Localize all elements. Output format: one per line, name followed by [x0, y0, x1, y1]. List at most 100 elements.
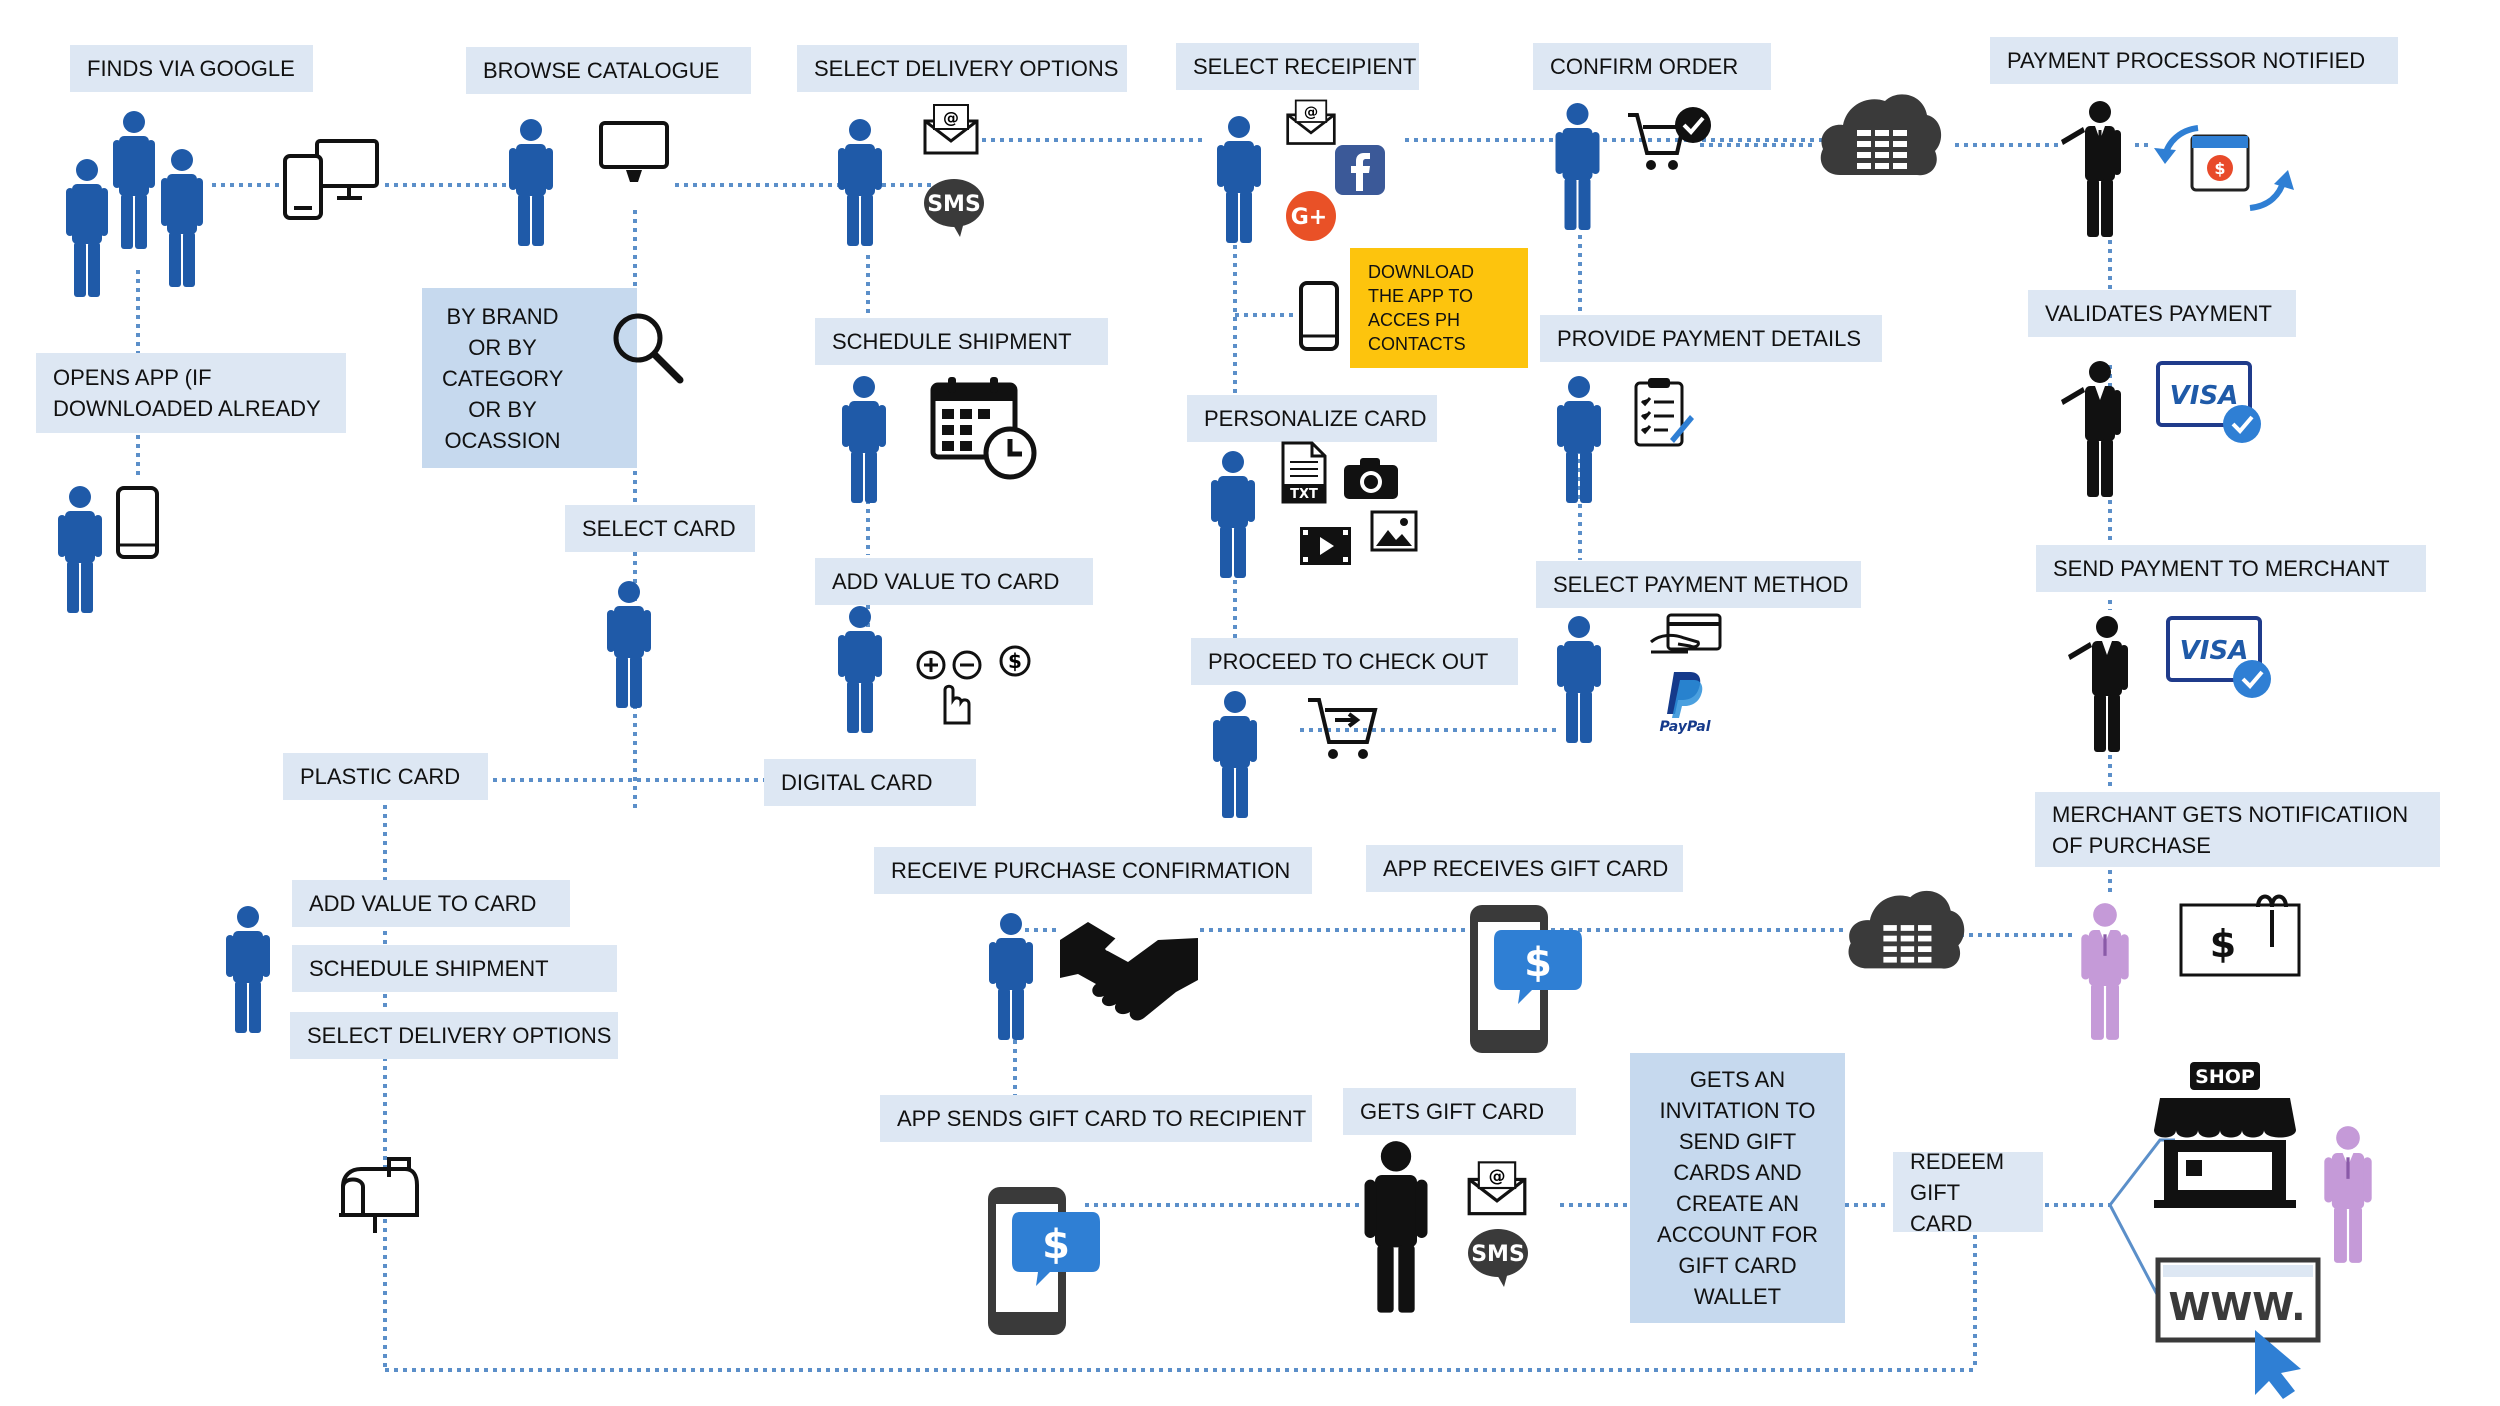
svg-text:SMS: SMS — [1471, 1242, 1525, 1267]
google-plus-icon: G+ — [1285, 190, 1337, 242]
customer-icon — [838, 375, 890, 505]
customer-icon — [834, 118, 886, 248]
camera-icon — [1342, 455, 1400, 500]
validates-payment-label: VALIDATES PAYMENT — [2028, 290, 2296, 337]
mailbox-icon — [335, 1155, 420, 1235]
cloud-server-icon — [1815, 85, 1945, 180]
customer-icon — [1213, 115, 1265, 245]
add-value-to-card-bottom-label: ADD VALUE TO CARD — [292, 880, 570, 927]
merchant-icon — [2318, 1125, 2378, 1265]
email-icon: @ — [922, 103, 980, 155]
sms-icon: SMS — [922, 175, 987, 240]
shop-icon: SHOP — [2150, 1060, 2300, 1210]
merchant-gets-notification-label: MERCHANT GETS NOTIFICATIION OF PURCHASE — [2035, 792, 2440, 867]
gift-voucher-icon: $ — [2178, 885, 2308, 980]
personalize-card-label: PERSONALIZE CARD — [1187, 395, 1437, 442]
customer-icon — [1207, 450, 1259, 580]
svg-text:$: $ — [2214, 159, 2225, 178]
phone-gift-card-icon: $ — [980, 1182, 1105, 1342]
payment-processor-notified-label: PAYMENT PROCESSOR NOTIFIED — [1990, 37, 2398, 84]
customer-icon — [1553, 375, 1605, 505]
sms-icon: SMS — [1466, 1225, 1531, 1290]
schedule-shipment-bottom-label: SCHEDULE SHIPMENT — [292, 945, 617, 992]
app-sends-gift-card-label: APP SENDS GIFT CARD TO RECIPIENT — [880, 1095, 1312, 1142]
select-delivery-options-bottom-label: SELECT DELIVERY OPTIONS — [290, 1012, 618, 1059]
customer-icon — [505, 118, 557, 248]
svg-text:VISA: VISA — [2170, 381, 2239, 411]
svg-text:@: @ — [1304, 105, 1318, 121]
clipboard-icon — [1632, 375, 1697, 450]
finds-via-google-label: FINDS VIA GOOGLE — [70, 45, 313, 92]
customer-icon — [55, 485, 105, 615]
merchant-icon — [2075, 902, 2135, 1042]
select-payment-method-label: SELECT PAYMENT METHOD — [1536, 561, 1861, 608]
svg-text:@: @ — [1488, 1167, 1505, 1187]
svg-text:$: $ — [1042, 1222, 1070, 1268]
businessman-icon — [2062, 615, 2142, 755]
opens-app-label: OPENS APP (IF DOWNLOADED ALREADY — [36, 353, 346, 433]
svg-text:VISA: VISA — [2180, 636, 2249, 666]
svg-text:G+: G+ — [1291, 205, 1328, 230]
smartphone-icon — [115, 485, 160, 560]
businessman-icon — [2055, 100, 2135, 240]
browse-filter-label: BY BRAND OR BY CATEGORY OR BY OCASSION — [422, 288, 637, 468]
customer-icon — [1550, 102, 1605, 232]
svg-text:@: @ — [943, 108, 959, 127]
svg-text:$: $ — [1524, 940, 1552, 986]
video-icon — [1298, 525, 1353, 567]
customer-icon — [222, 905, 274, 1035]
plastic-card-label: PLASTIC CARD — [283, 753, 488, 800]
select-recipient-label: SELECT RECEIPIENT — [1176, 43, 1419, 90]
customer-icon — [834, 605, 886, 735]
customer-icon — [1553, 615, 1605, 745]
svg-text:PayPal: PayPal — [1659, 719, 1710, 735]
email-icon: @ — [1466, 1160, 1528, 1216]
download-app-callout: DOWNLOAD THE APP TO ACCES PH CONTACTS — [1350, 248, 1528, 368]
recipient-icon — [1360, 1140, 1432, 1315]
facebook-icon — [1335, 145, 1385, 195]
billing-cycle-icon: $ — [2150, 118, 2300, 218]
email-icon: @ — [1285, 98, 1337, 146]
checkout-cart-icon — [1305, 690, 1380, 765]
svg-text:WWW.: WWW. — [2168, 1285, 2305, 1329]
customer-icon — [1209, 690, 1261, 820]
select-card-label: SELECT CARD — [565, 505, 755, 552]
magnifier-icon — [610, 310, 685, 385]
svg-text:$: $ — [1008, 649, 1022, 673]
confirm-order-label: CONFIRM ORDER — [1533, 43, 1771, 90]
browse-catalogue-label: BROWSE CATALOGUE — [466, 47, 751, 94]
website-icon: WWW. — [2155, 1245, 2330, 1400]
select-delivery-options-label: SELECT DELIVERY OPTIONS — [797, 45, 1127, 92]
confirm-cart-icon — [1625, 105, 1715, 175]
businessman-icon — [2055, 360, 2135, 500]
customer-icon — [985, 912, 1037, 1042]
add-value-icon: $ — [915, 645, 1035, 725]
app-receives-gift-card-label: APP RECEIVES GIFT CARD — [1366, 845, 1683, 892]
phone-gift-card-icon: $ — [1462, 900, 1587, 1060]
schedule-shipment-label: SCHEDULE SHIPMENT — [815, 318, 1108, 365]
proceed-to-check-out-label: PROCEED TO CHECK OUT — [1191, 638, 1518, 685]
handshake-icon — [1058, 910, 1200, 1025]
receive-purchase-confirmation-label: RECEIVE PURCHASE CONFIRMATION — [874, 847, 1312, 894]
devices-icon — [282, 138, 382, 223]
svg-text:$: $ — [2210, 922, 2236, 966]
redeem-gift-card-label: REDEEM GIFT CARD — [1893, 1149, 2043, 1236]
cloud-server-icon — [1843, 880, 1968, 975]
customer-group-icon — [55, 110, 215, 300]
svg-text:TXT: TXT — [1290, 487, 1318, 502]
calendar-clock-icon — [930, 375, 1038, 480]
add-value-to-card-label: ADD VALUE TO CARD — [815, 558, 1093, 605]
visa-card-icon: VISA — [2165, 615, 2275, 700]
digital-card-label: DIGITAL CARD — [764, 759, 976, 806]
paypal-icon: PayPal — [1650, 670, 1720, 735]
card-payment-icon — [1648, 612, 1723, 662]
smartphone-icon — [1298, 280, 1340, 352]
svg-text:SHOP: SHOP — [2195, 1066, 2255, 1088]
txt-file-icon: TXT — [1280, 440, 1328, 505]
send-payment-to-merchant-label: SEND PAYMENT TO MERCHANT — [2036, 545, 2426, 592]
customer-icon — [603, 580, 655, 710]
monitor-icon — [598, 120, 670, 185]
visa-card-icon: VISA — [2155, 360, 2265, 445]
gets-invitation-label: GETS AN INVITATION TO SEND GIFT CARDS AN… — [1630, 1053, 1845, 1323]
